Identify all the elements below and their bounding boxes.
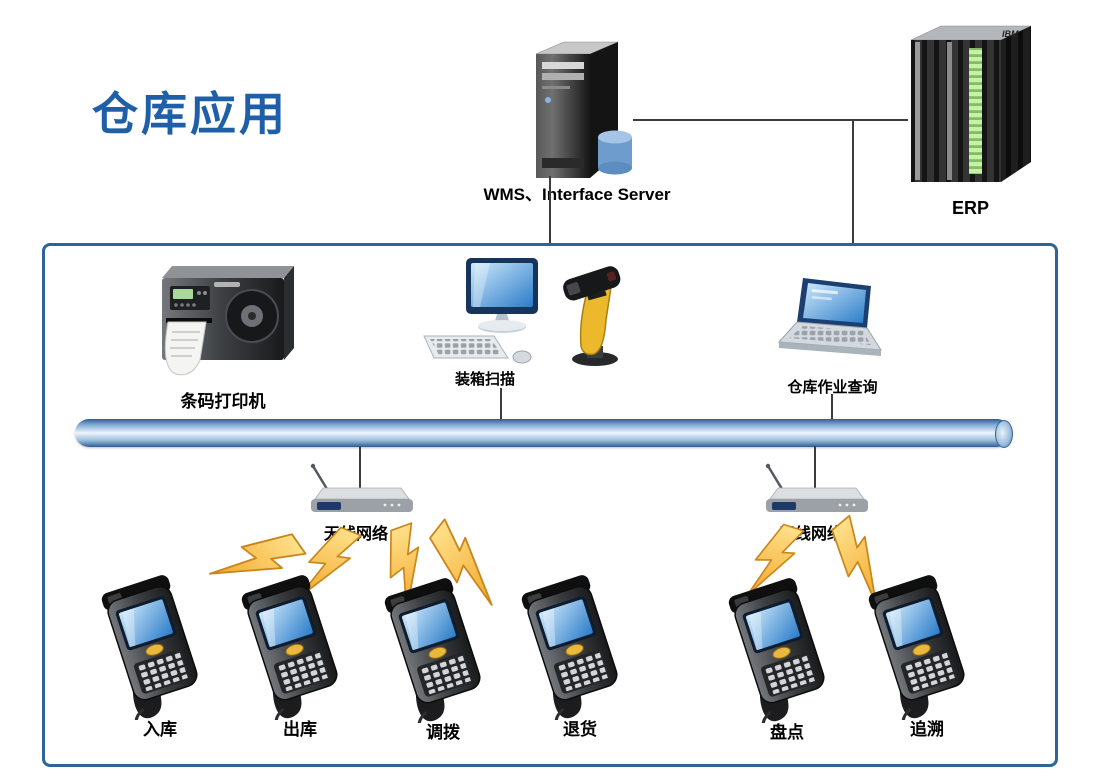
handheld-terminal-trace: 追溯 — [852, 575, 1002, 750]
line-bus-router-right — [814, 446, 816, 492]
handheld-terminal-stocktake: 盘点 — [712, 578, 862, 753]
mainframe-server-icon: IBM — [910, 25, 1032, 182]
handheld-label: 出库 — [283, 720, 317, 739]
erp-logo-text: IBM — [1002, 29, 1019, 39]
handheld-label: 盘点 — [770, 723, 804, 742]
handheld-terminal-icon — [728, 578, 825, 723]
laptop-icon — [777, 278, 882, 356]
line-wms-box — [549, 176, 551, 245]
network-bus-pipe — [75, 419, 1013, 448]
wms-server-label: WMS、Interface Server — [483, 185, 671, 204]
lightning-bolt-icon — [371, 516, 449, 620]
handheld-terminal-icon — [241, 575, 338, 720]
handheld-terminal-icon — [868, 575, 965, 720]
wireless-router-icon — [765, 463, 868, 512]
warehouse-query-label: 仓库作业查询 — [787, 379, 878, 396]
printer-label: 条码打印机 — [180, 392, 266, 411]
line-bus-router-left — [359, 446, 361, 492]
lightning-bolt-icon — [201, 514, 314, 616]
handheld-terminal-outbound: 出库 — [225, 575, 375, 750]
database-cylinder-icon — [598, 130, 632, 175]
handheld-terminal-transfer: 调拨 — [368, 578, 518, 753]
lightning-bolt-icon — [740, 515, 813, 614]
tower-server-icon — [535, 41, 632, 178]
line-wms-erp — [633, 119, 908, 121]
handheld-terminal-returns: 退货 — [505, 575, 655, 750]
page-title: 仓库应用 — [92, 87, 288, 141]
lightning-bolt-icon — [815, 508, 914, 612]
handheld-terminal-inbound: 入库 — [85, 575, 235, 750]
line-erp-box — [852, 119, 854, 245]
barcode-scanner-icon — [563, 266, 621, 366]
handheld-terminal-icon — [384, 578, 481, 723]
handheld-label: 入库 — [143, 720, 177, 739]
lightning-bolt-icon — [413, 510, 526, 615]
handheld-terminal-icon — [101, 575, 198, 720]
erp-server-label: ERP — [951, 198, 989, 218]
line-packing-bus — [500, 388, 502, 420]
handheld-label: 调拨 — [426, 723, 460, 742]
handheld-label: 追溯 — [910, 720, 944, 739]
wireless-router-icon — [310, 463, 413, 512]
handheld-label: 退货 — [563, 720, 597, 739]
desktop-computer-icon — [423, 258, 538, 364]
handheld-terminal-icon — [521, 575, 618, 720]
lightning-bolt-icon — [290, 516, 371, 620]
line-laptop-bus — [831, 394, 833, 420]
packing-scan-label: 装箱扫描 — [454, 371, 515, 388]
barcode-printer-icon — [162, 266, 294, 376]
